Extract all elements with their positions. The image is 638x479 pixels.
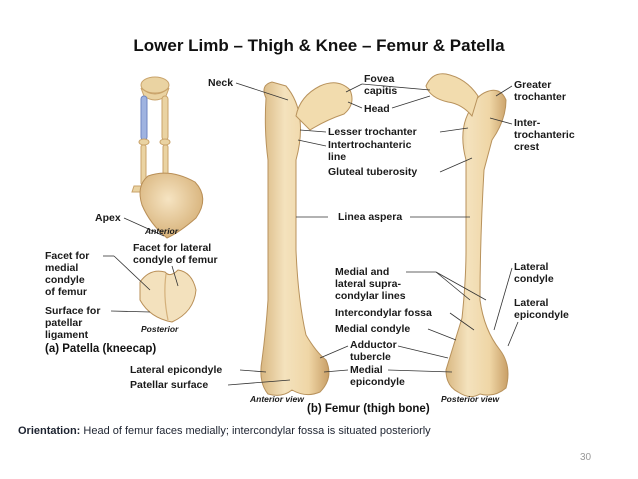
linea-aspera-label: Linea aspera [338,211,402,223]
patella-anterior [139,172,204,239]
greater-trochanter-label-2: trochanter [514,91,566,103]
fovea-label-1: Fovea [364,73,395,85]
surface-label-3: ligament [45,329,89,341]
intertrochanteric-crest-label-3: crest [514,141,540,153]
medial-epicondyle-label-2: epicondyle [350,376,405,388]
apex-label: Apex [95,212,121,224]
facet-lateral-label-1: Facet for lateral [133,242,211,254]
facet-medial-label-1: Facet for [45,250,89,262]
intertrochanteric-line-label-1: Intertrochanteric [328,139,412,151]
medial-condyle-label: Medial condyle [335,323,410,335]
facet-medial-label-4: of femur [45,286,87,298]
patellar-surface-label: Patellar surface [130,379,208,391]
adductor-tubercle-label-2: tubercle [350,351,391,363]
femur-posterior-head [425,73,479,118]
femur-anterior-view-label: Anterior view [249,394,305,404]
lateral-condyle-label-2: condyle [514,273,554,285]
facet-medial-label-2: medial [45,262,78,274]
femur-posterior [445,89,509,398]
orientation-label: Orientation: [18,425,81,437]
facet-lateral-label-2: condyle of femur [133,254,218,266]
femur-posterior-view-label: Posterior view [441,394,500,404]
neck-label: Neck [208,77,233,89]
patella-anterior-label: Anterior [144,226,179,236]
medial-epicondyle-label-1: Medial [350,364,383,376]
supracondylar-label-3: condylar lines [335,290,406,302]
femur-patella-figure: Apex Anterior Facet for lateral condyle … [45,73,575,415]
intertrochanteric-crest-label-1: Inter- [514,117,541,129]
lateral-epicondyle-left-label: Lateral epicondyle [130,364,222,376]
femur-anterior-head [295,82,353,131]
patella-posterior [139,269,197,323]
femur-anterior [260,81,330,396]
orientation-text: Head of femur faces medially; intercondy… [83,425,431,437]
supracondylar-label-2: lateral supra- [335,278,401,290]
surface-label-2: patellar [45,317,82,329]
fovea-label-2: capitis [364,85,397,97]
page-number: 30 [580,452,592,463]
intertrochanteric-crest-label-2: trochanteric [514,129,575,141]
orientation-note: Orientation: Head of femur faces mediall… [18,425,431,437]
greater-trochanter-label-1: Greater [514,79,551,91]
lateral-condyle-label-1: Lateral [514,261,549,273]
patella-caption: (a) Patella (kneecap) [45,343,156,355]
intertrochanteric-line-label-2: line [328,151,346,163]
adductor-tubercle-label-1: Adductor [350,339,397,351]
lesser-trochanter-label: Lesser trochanter [328,126,417,138]
head-label: Head [364,103,390,115]
patella-posterior-label: Posterior [141,324,179,334]
intercondylar-fossa-label: Intercondylar fossa [335,307,432,319]
lateral-epicondyle-label-2: epicondyle [514,309,569,321]
surface-label-1: Surface for [45,305,100,317]
lateral-epicondyle-label-1: Lateral [514,297,549,309]
slide-title: Lower Limb – Thigh & Knee – Femur & Pate… [133,36,505,55]
gluteal-tuberosity-label: Gluteal tuberosity [328,166,417,178]
supracondylar-label-1: Medial and [335,266,389,278]
femur-caption: (b) Femur (thigh bone) [307,403,430,415]
facet-medial-label-3: condyle [45,274,85,286]
